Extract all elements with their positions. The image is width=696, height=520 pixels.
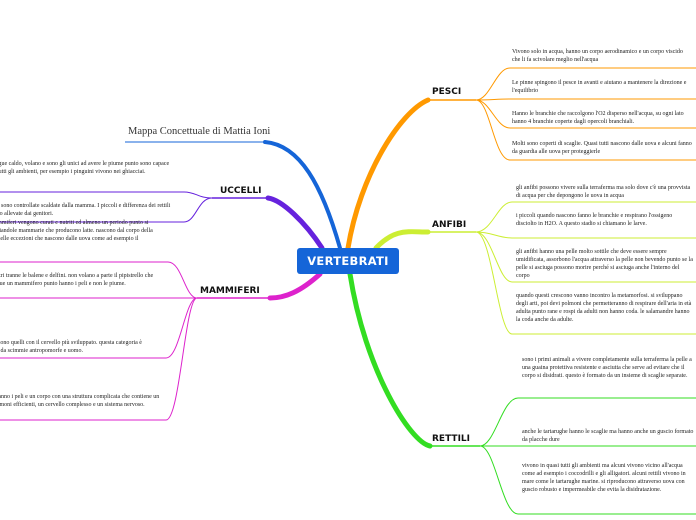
note-rettili-2[interactable]: anche le tartarughe hanno le scaglie ma … (522, 429, 694, 443)
note-mammiferi-3[interactable]: i primati sono quelli con il cervello pi… (0, 340, 142, 354)
connector-mammiferi-main (267, 271, 323, 301)
note-mammiferi-2[interactable]: sono tipologia terrestri tranne le balen… (0, 273, 154, 287)
note-mammiferi-4[interactable]: i mammiferi hanno i peli e un corpo con … (0, 394, 160, 408)
connector-anfibi-main (373, 229, 431, 251)
connector-pesci-note-3 (475, 99, 696, 129)
connector-anfibi-note-2 (475, 231, 696, 239)
map-title: Mappa Concettuale di Mattia Ioni (128, 126, 271, 137)
connector-mammiferi-note-1 (0, 261, 198, 299)
connector-uccelli-note-1 (0, 191, 213, 199)
note-anfibi-3[interactable]: gli anfibi hanno una pelle molto sottile… (516, 249, 693, 279)
note-pesci-1[interactable]: Vivono solo in acqua, hanno un corpo aer… (512, 49, 683, 63)
connector-anfibi-note-4 (475, 231, 696, 335)
connector-mammiferi-note-4 (0, 297, 198, 421)
central-topic[interactable]: VERTEBRATI (297, 248, 399, 274)
connector-rettili-main (347, 271, 433, 449)
connector-anfibi-note-1 (475, 201, 696, 233)
connector-pesci-note-1 (475, 67, 696, 101)
note-anfibi-4[interactable]: quando questi crescono vanno incontro la… (516, 293, 692, 323)
note-rettili-1[interactable]: sono i primi animali a vivere completame… (522, 357, 692, 379)
branch-uccelli[interactable]: UCCELLI (220, 186, 262, 196)
connector-title (263, 140, 342, 250)
branch-mammiferi[interactable]: MAMMIFERI (200, 286, 260, 296)
connector-anfibi-note-3 (475, 231, 696, 283)
connector-pesci-note-2 (475, 98, 696, 101)
branch-pesci[interactable]: PESCI (432, 87, 462, 97)
note-anfibi-1[interactable]: gli anfibi possono vivere sulla terrafer… (516, 185, 691, 199)
note-pesci-2[interactable]: Le pinne spingono il pesce in avanti e a… (512, 80, 687, 94)
connector-rettili-note-3 (479, 445, 696, 515)
connector-pesci-note-4 (475, 99, 696, 161)
branch-rettili[interactable]: RETTILI (432, 434, 470, 444)
note-rettili-3[interactable]: vivono in quasi tutti gli ambienti ma al… (522, 463, 686, 493)
connector-rettili-note-1 (479, 397, 696, 447)
note-uccelli-1[interactable]: sono animali a sangue caldo, volano e so… (0, 161, 170, 175)
note-pesci-3[interactable]: Hanno le branchie che raccolgono l'O2 di… (512, 111, 684, 125)
connector-pesci-main (345, 97, 431, 251)
note-pesci-4[interactable]: Molti sono coperti di scaglie. Quasi tut… (512, 141, 692, 155)
note-anfibi-2[interactable]: i piccoli quando nascono fanno le branch… (516, 213, 673, 227)
note-uccelli-2[interactable]: le uova sono controllate scaldate dalla … (0, 203, 171, 217)
connector-uccelli-main (265, 195, 325, 251)
connector-mammiferi-note-3 (0, 297, 198, 359)
note-mammiferi-1[interactable]: i piccoli dei mammiferi vengono curati e… (0, 220, 153, 242)
connector-uccelli-note-2 (0, 197, 213, 223)
branch-anfibi[interactable]: ANFIBI (432, 220, 467, 230)
